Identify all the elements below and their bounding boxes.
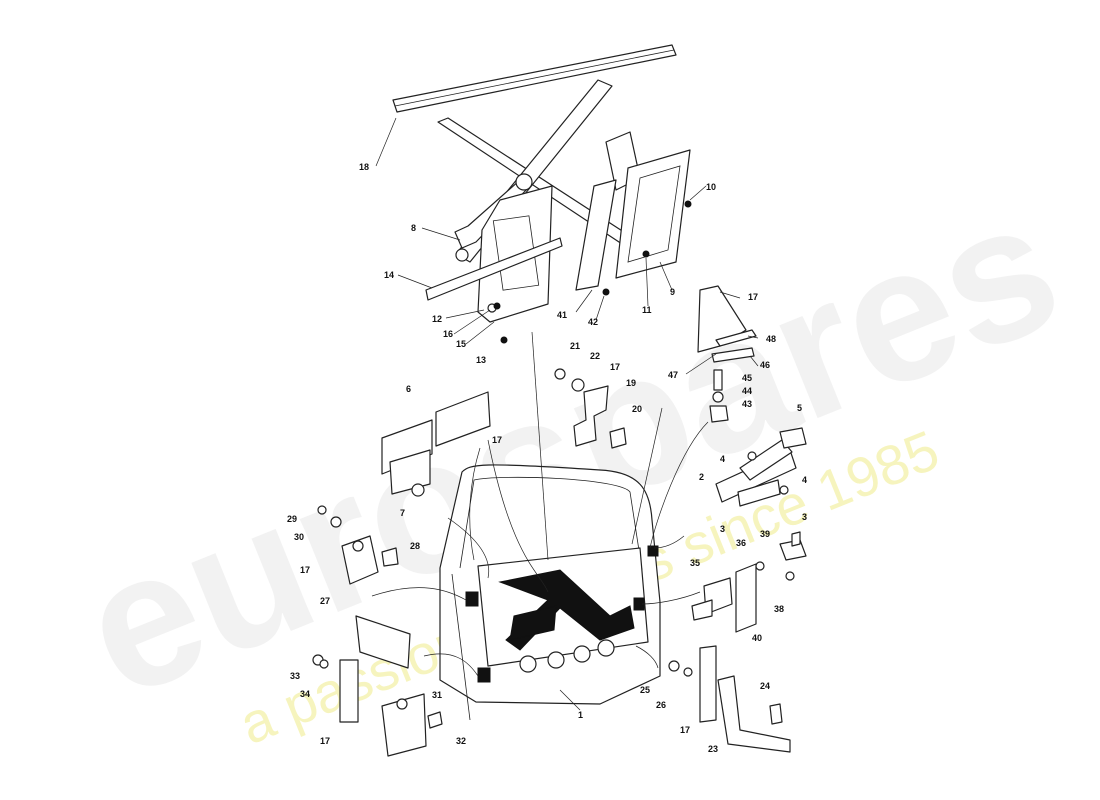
label-part-28: 28	[410, 541, 420, 551]
label-part-17-seal: 17	[492, 435, 502, 445]
label-part-14: 14	[384, 270, 394, 280]
label-part-26: 26	[656, 700, 666, 710]
label-part-35: 35	[690, 558, 700, 568]
hinge-plate-3	[737, 479, 781, 507]
label-part-1: 1	[578, 710, 583, 720]
label-part-36: 36	[736, 538, 746, 548]
support-bar-14	[425, 237, 563, 301]
label-part-31: 31	[432, 690, 442, 700]
part-number-labels: 18 8 14 12 16 15 13 41 42 11 9 10 17 48 …	[287, 162, 807, 754]
lower-bracket-right	[668, 645, 791, 753]
label-part-41: 41	[557, 310, 567, 320]
label-part-2: 2	[699, 472, 704, 482]
check-strap-assembly	[317, 505, 399, 585]
label-part-45: 45	[742, 373, 752, 383]
label-part-23: 23	[708, 744, 718, 754]
label-part-12: 12	[432, 314, 442, 324]
label-part-42: 42	[588, 317, 598, 327]
glass-channel-18	[392, 44, 677, 113]
lower-hinge-left	[312, 615, 443, 757]
label-part-34: 34	[300, 689, 310, 699]
label-part-5: 5	[797, 403, 802, 413]
label-part-4-upper: 4	[720, 454, 725, 464]
label-part-9: 9	[670, 287, 675, 297]
label-part-22: 22	[590, 351, 600, 361]
label-part-32: 32	[456, 736, 466, 746]
window-regulator-assembly	[392, 44, 692, 344]
latch-assembly	[691, 531, 807, 633]
label-part-15: 15	[456, 339, 466, 349]
label-part-33: 33	[290, 671, 300, 681]
latch-plate-40	[735, 563, 757, 633]
label-part-39: 39	[760, 529, 770, 539]
stop-bracket-assembly	[554, 368, 627, 449]
label-part-3-hinge: 3	[720, 524, 725, 534]
stud-45	[713, 369, 723, 391]
washer-44	[712, 391, 724, 403]
leader-lines	[371, 117, 759, 711]
label-part-20: 20	[632, 404, 642, 414]
label-part-17-check: 17	[300, 565, 310, 575]
label-part-46: 46	[760, 360, 770, 370]
label-part-24: 24	[760, 681, 770, 691]
label-part-6: 6	[406, 384, 411, 394]
label-part-27: 27	[320, 596, 330, 606]
shim-46	[711, 347, 755, 363]
bracket-19	[573, 385, 609, 447]
label-part-19: 19	[626, 378, 636, 388]
label-part-17-lower-left: 17	[320, 736, 330, 746]
shim-48	[715, 329, 757, 347]
label-part-48: 48	[766, 334, 776, 344]
label-part-38: 38	[774, 604, 784, 614]
label-part-13: 13	[476, 355, 486, 365]
label-part-47: 47	[668, 370, 678, 380]
label-part-17-stop: 17	[610, 362, 620, 372]
label-part-30: 30	[294, 532, 304, 542]
nut-43	[709, 405, 729, 423]
label-part-21: 21	[570, 341, 580, 351]
hinge-plate-5	[779, 427, 807, 449]
seal-strips-6	[381, 391, 491, 497]
motor-plate-9	[615, 149, 691, 279]
label-part-18: 18	[359, 162, 369, 172]
label-part-17-upper: 17	[748, 292, 758, 302]
label-part-8: 8	[411, 223, 416, 233]
label-part-29: 29	[287, 514, 297, 524]
label-part-25: 25	[640, 685, 650, 695]
label-part-4-lower: 4	[802, 475, 807, 485]
label-part-11: 11	[642, 305, 652, 315]
label-part-43: 43	[742, 399, 752, 409]
gear-bracket-41	[575, 179, 617, 291]
label-part-44: 44	[742, 386, 752, 396]
label-part-10: 10	[706, 182, 716, 192]
label-part-16: 16	[443, 329, 453, 339]
hinge-plate-31	[381, 693, 427, 757]
label-part-40: 40	[752, 633, 762, 643]
label-part-3-latch: 3	[802, 512, 807, 522]
bracket-23	[717, 675, 791, 753]
guide-channel-upper	[697, 285, 757, 423]
door-shell-1	[439, 464, 661, 721]
check-strap-27	[341, 535, 379, 585]
label-part-17-lower-right: 17	[680, 725, 690, 735]
label-part-7: 7	[400, 508, 405, 518]
hinge-assembly-2	[715, 427, 807, 507]
